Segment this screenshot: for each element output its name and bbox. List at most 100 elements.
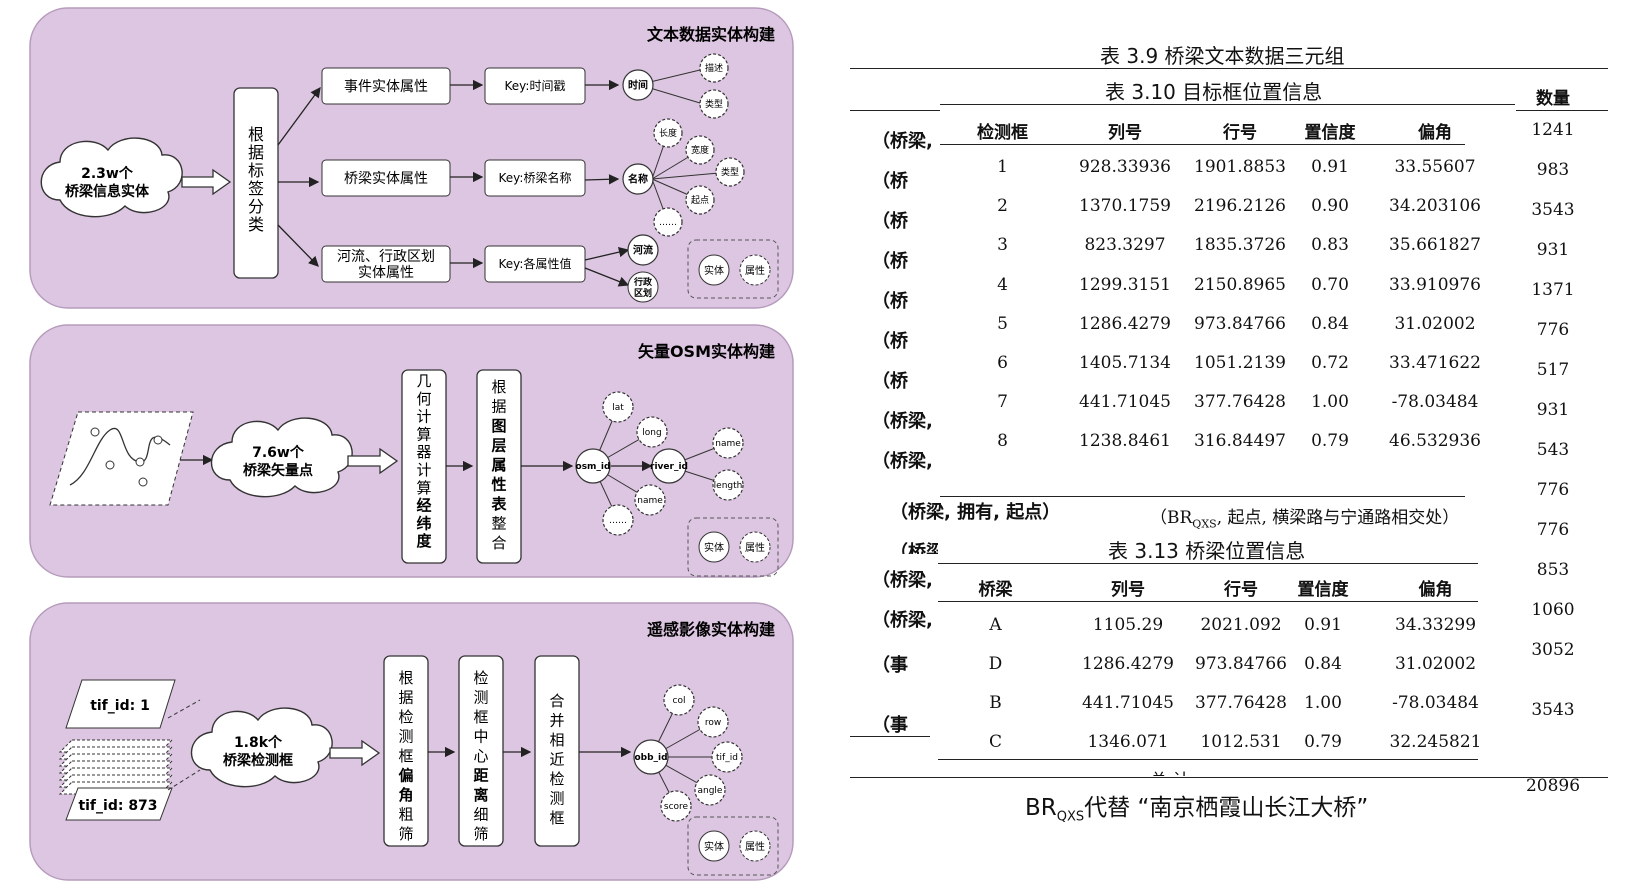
table313-cell: 1.00 [1304, 693, 1342, 713]
table310-cell: 2196.2126 [1194, 196, 1286, 217]
table39-left-cell: （桥梁, [872, 411, 933, 432]
step-char: 测 [549, 790, 564, 808]
attr-node [602, 391, 634, 423]
step-char: 检 [398, 708, 413, 726]
table310-cell: 0.79 [1311, 431, 1349, 452]
entity-node-label: 名称 [628, 173, 648, 186]
attr-node [602, 504, 634, 536]
step-char: 距 [473, 767, 488, 785]
step-char: 检 [549, 770, 564, 788]
attr-node-label: lat [612, 403, 624, 413]
attr-label: 桥梁实体属性 [344, 171, 428, 187]
step-char: 层 [491, 437, 506, 455]
step-char: 整 [491, 515, 506, 533]
attr-node-label: …… [659, 218, 677, 228]
attr-node [663, 684, 695, 716]
table310-cell: 0.70 [1311, 274, 1349, 295]
step-char: 签 [248, 179, 264, 198]
table39-left-cell: （事 [872, 655, 908, 676]
table310-cell: 316.84497 [1194, 431, 1286, 452]
key-label: Key:时间戳 [505, 79, 566, 93]
svg-text:实体: 实体 [704, 840, 724, 853]
step-char: 框 [549, 809, 564, 827]
table313-cell: 0.91 [1304, 615, 1342, 635]
step-char: 根 [398, 669, 413, 687]
source-count: 7.6w个 [252, 444, 305, 461]
attr-label: 事件实体属性 [344, 79, 428, 95]
attr-node-label: length [714, 481, 743, 491]
table310-cell: 823.3297 [1084, 235, 1166, 256]
legend-entity: 实体 [704, 264, 724, 277]
table39-count: 931 [1536, 240, 1570, 260]
step-char: 近 [549, 751, 564, 769]
table310-cell: 0.90 [1311, 196, 1349, 217]
table310-cell: 46.532936 [1389, 431, 1481, 452]
hollow-arrow [329, 739, 381, 767]
step-char: 并 [549, 712, 564, 730]
table310-title: 表 3.10 目标框位置信息 [1105, 80, 1323, 104]
table310-cell: 1238.8461 [1079, 431, 1171, 452]
table39-count: 1371 [1531, 280, 1575, 300]
attr-node [699, 53, 729, 83]
step-char: 心 [473, 747, 488, 765]
table310-cell: 1.00 [1311, 392, 1349, 413]
attr-node-label: 长度 [659, 127, 677, 139]
entity-node-river [651, 448, 687, 484]
svg-text:属性: 属性 [745, 541, 765, 554]
table39-count: 1241 [1531, 120, 1575, 140]
table39-left-cell: （桥梁, [872, 451, 933, 472]
table313-cell: -78.03484 [1392, 693, 1479, 713]
attr-node-label: name [715, 439, 741, 449]
tif-card-bottom [65, 787, 173, 821]
attr-node [694, 774, 726, 806]
table313-cell: 32.245821 [1389, 732, 1482, 752]
table310-cell: 4 [997, 274, 1008, 295]
table39-left-cell: （桥 [872, 251, 908, 272]
table310-header: 列号 [1108, 123, 1142, 143]
step-box [534, 655, 580, 847]
table310-cell: 1051.2139 [1194, 353, 1286, 373]
table313-header: 置信度 [1297, 580, 1349, 600]
attr-node [634, 484, 666, 516]
tif-top-label: tif_id: 1 [90, 698, 150, 714]
step-char: 经 [416, 497, 431, 515]
step-char: 何 [416, 390, 431, 408]
table39-left-cell: （桥 [872, 211, 908, 232]
table313-cell: 1012.531 [1200, 732, 1282, 752]
attr-node-label: score [664, 802, 689, 812]
entity-node-label: 河流 [633, 244, 653, 257]
attr-node-label: col [673, 696, 686, 706]
key-label: Key:各属性值 [499, 256, 572, 271]
table39-left-cell: （桥 [872, 371, 908, 392]
step-box [383, 655, 429, 847]
step-char: 性 [491, 476, 506, 494]
attr-node [685, 185, 715, 215]
table39-row-start: （桥梁, 拥有, 起点） [890, 502, 1061, 523]
entity-node [622, 163, 654, 195]
attr-box [321, 159, 451, 197]
attr-box [321, 245, 451, 283]
table313-cell: 0.84 [1304, 654, 1342, 674]
step-char: 分 [248, 197, 264, 216]
step-char: 偏 [398, 767, 413, 785]
step-char: 算 [416, 425, 431, 443]
step-char: 筛 [473, 825, 488, 843]
svg-text:属性: 属性 [745, 840, 765, 853]
step-char: 据 [248, 143, 264, 162]
source-cloud: 7.6w个 桥梁矢量点 [210, 417, 353, 498]
entity-node [627, 271, 659, 303]
table39-count: 3543 [1531, 700, 1575, 720]
attr-node [715, 157, 745, 187]
step-char: 根 [248, 125, 264, 144]
table310-cell: 1299.3151 [1079, 274, 1171, 295]
step-char: 表 [491, 495, 507, 513]
vector-map-icon [49, 411, 194, 506]
hollow-arrow [347, 447, 399, 475]
legend-attr: 属性 [745, 264, 765, 277]
step-char: 框 [473, 708, 488, 726]
step-char: 测 [398, 728, 413, 746]
attr-node-label: 类型 [721, 166, 739, 178]
